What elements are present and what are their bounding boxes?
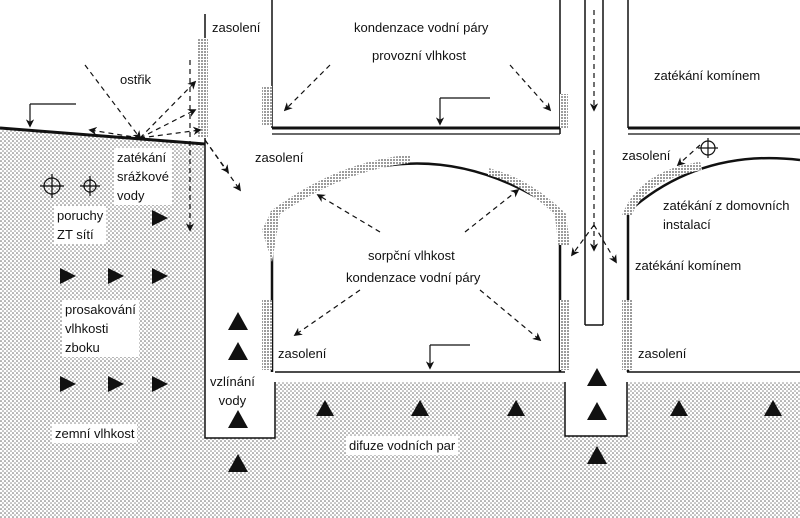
label-zasoleni-top: zasolení (212, 20, 261, 35)
triangle-marker (228, 312, 248, 330)
triangle-marker (228, 410, 248, 428)
label-sorpcni-vlhkost: sorpční vlhkost (368, 248, 455, 263)
label-zatekani-srazkove: zatékání srážkové vody (114, 148, 173, 205)
label-ostrik: ostřik (120, 72, 152, 87)
triangle-marker (764, 400, 782, 416)
triangle-marker (228, 454, 248, 472)
triangle-marker (316, 400, 334, 416)
triangle-marker (411, 400, 429, 416)
foundation-walls (204, 14, 628, 439)
label-zasoleni-bottom-right: zasolení (638, 346, 687, 361)
label-poruchy-zt: poruchy ZT sítí (54, 206, 107, 244)
moisture-arrows (84, 10, 701, 342)
label-zatekani-kominem-mid: zatékání komínem (632, 256, 745, 275)
ground-soil (0, 128, 800, 518)
triangle-marker (587, 368, 607, 386)
triangle-markers (228, 312, 782, 472)
label-zatekani-domovni: zatékání z domovních instalací (660, 196, 793, 234)
crosshair-icon (80, 176, 100, 196)
arrow-markers (60, 210, 168, 392)
chimney (584, 0, 604, 326)
label-zatekani-kominem-top: zatékání komínem (654, 68, 761, 83)
crosshair-icon (698, 138, 718, 158)
label-kondenzace-mid: kondenzace vodní páry (346, 270, 481, 285)
label-zasoleni-bottom-left: zasolení (278, 346, 327, 361)
crosshair-icon (40, 174, 64, 198)
triangle-marker (587, 446, 607, 464)
label-prosakovani: prosakování vlhkosti zboku (62, 300, 139, 357)
label-zasoleni-left-mid: zasolení (255, 150, 304, 165)
triangle-marker (670, 400, 688, 416)
triangle-marker (228, 342, 248, 360)
triangle-marker (587, 402, 607, 420)
label-difuze: difuze vodních par (346, 436, 459, 455)
label-kondenzace-top: kondenzace vodní páry (354, 20, 489, 35)
label-vzlinani: vzlínání vody (210, 374, 255, 408)
salt-patches (198, 38, 702, 370)
label-zasoleni-right-mid: zasolení (622, 148, 671, 163)
water-level-symbols (30, 97, 490, 368)
label-zemni-vlhkost: zemní vlhkost (52, 424, 138, 443)
label-provozni-vlhkost: provozní vlhkost (372, 48, 466, 63)
triangle-marker (507, 400, 525, 416)
